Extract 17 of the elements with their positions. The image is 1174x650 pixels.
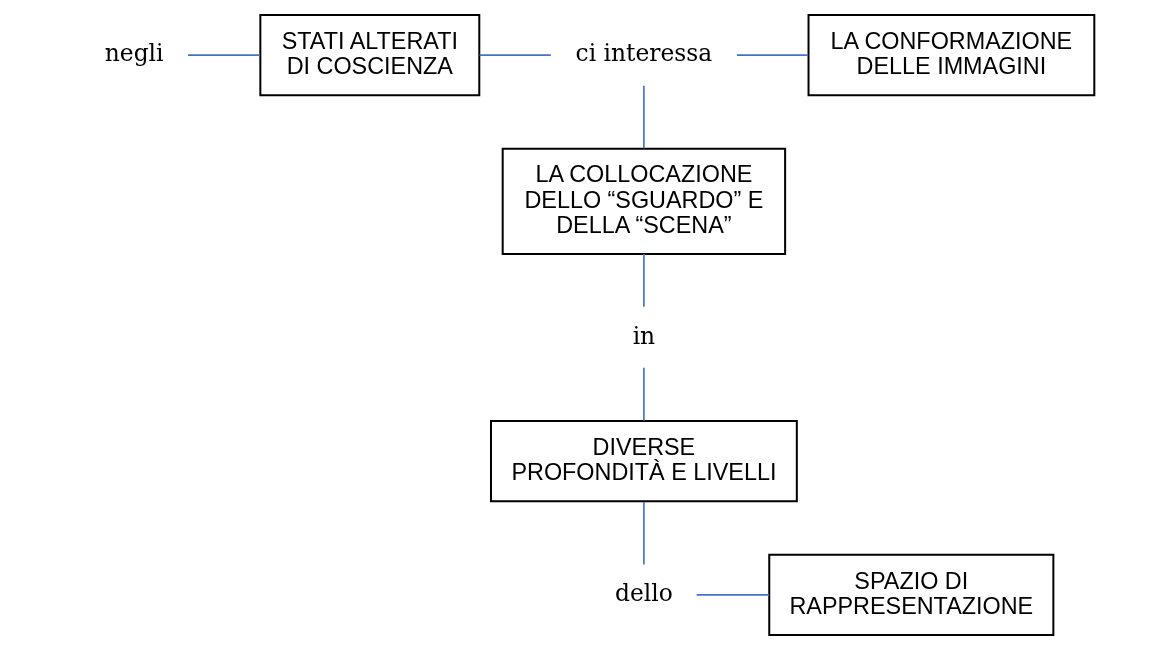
node-box: DIVERSE PROFONDITÀ E LIVELLI: [489, 420, 798, 503]
connector: [642, 253, 645, 308]
connector: [642, 501, 645, 566]
connector: [186, 54, 261, 56]
connector: [695, 594, 770, 596]
node-box: STATI ALTERATI DI COSCIENZA: [258, 13, 480, 97]
node-text: ci interessa: [575, 39, 712, 68]
node-text: dello: [614, 579, 673, 608]
node-box: LA COLLOCAZIONE DELLO “SGUARDO” E DELLA “SCENA”: [501, 147, 786, 255]
node-box: LA CONFORMAZIONE DELLE IMMAGINI: [807, 13, 1095, 97]
connector: [642, 366, 645, 422]
connector: [478, 54, 552, 56]
node-box: SPAZIO DI RAPPRESENTAZIONE: [767, 553, 1054, 637]
connector: [735, 54, 809, 56]
connector: [642, 84, 645, 150]
node-text: in: [632, 321, 655, 350]
node-text: negli: [104, 39, 164, 68]
